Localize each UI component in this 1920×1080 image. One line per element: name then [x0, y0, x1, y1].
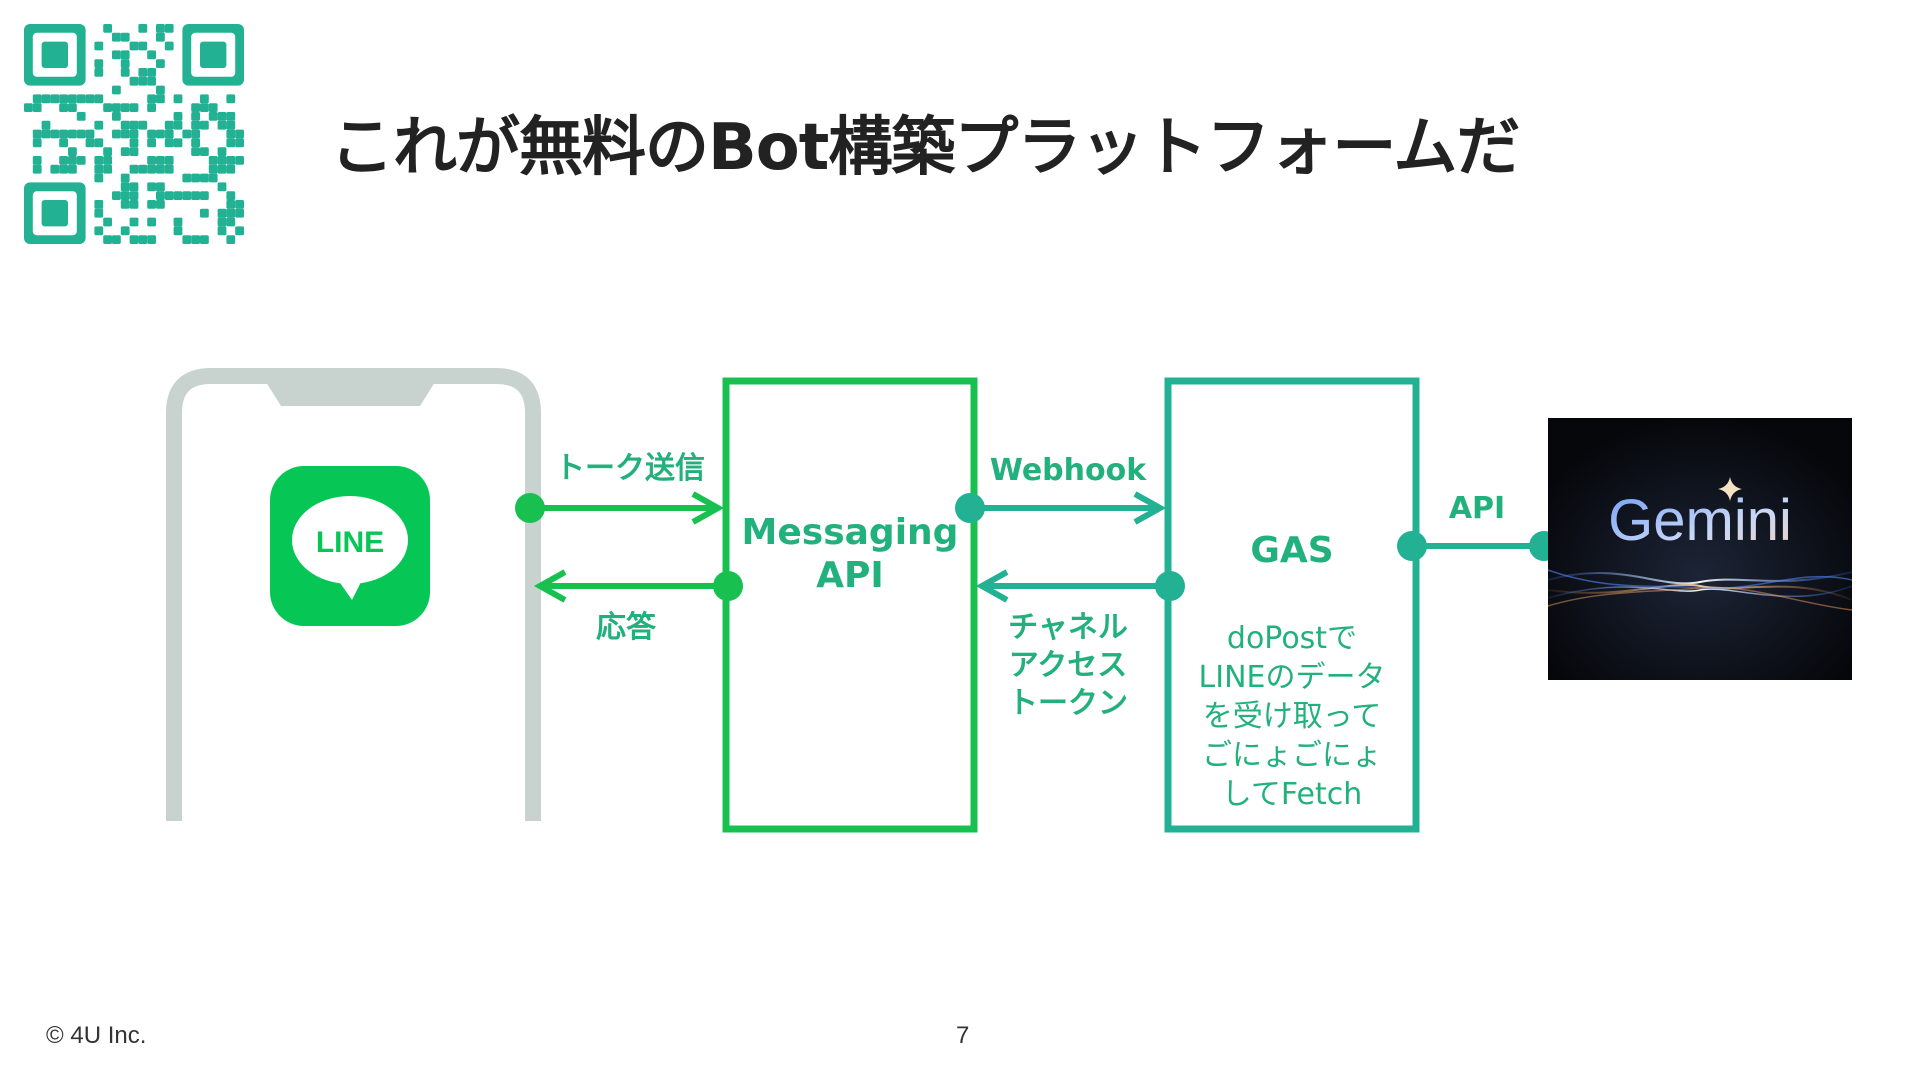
messaging-api-box: Messaging API [722, 377, 978, 833]
messaging-api-label-line1: Messaging [742, 512, 959, 553]
gas-desc-line: ごにょごにょ [1202, 738, 1382, 773]
arrow-webhook: Webhook [955, 453, 1167, 525]
line-icon-label: LINE [316, 526, 384, 559]
arrow-token-label-line: トークン [1008, 686, 1128, 721]
phone-frame [166, 368, 541, 821]
arrow-reply: 応答 [533, 569, 743, 645]
arrow-talk-send-label: トーク送信 [555, 451, 705, 486]
arrow-talk-send: トーク送信 [515, 451, 725, 525]
gas-title: GAS [1250, 530, 1333, 571]
gas-description: doPostで LINEのデータ を受け取って ごにょごにょ してFetch [1199, 621, 1386, 812]
gas-box: GAS doPostで LINEのデータ を受け取って ごにょごにょ してFet… [1164, 377, 1420, 833]
gas-desc-line: doPostで [1227, 621, 1357, 656]
gas-desc-line: してFetch [1222, 777, 1362, 812]
arrow-channel-token: チャネル アクセス トークン [975, 569, 1185, 721]
arrow-token-label-line: チャネル [1008, 610, 1128, 645]
sparkle-icon [1718, 477, 1742, 501]
line-app-icon: LINE [270, 466, 430, 626]
gemini-wordmark: Gemini [1608, 488, 1792, 553]
gemini-logo: Gemini [1547, 418, 1853, 680]
phone-notch [266, 382, 435, 406]
gas-desc-line: を受け取って [1203, 699, 1382, 734]
qr-code-icon [24, 24, 244, 244]
copyright-footer: © 4U Inc. [46, 1022, 147, 1049]
smartphone [166, 368, 541, 821]
page-number: 7 [956, 1022, 970, 1049]
connector-api: API [1397, 491, 1559, 561]
gas-desc-line: LINEのデータ [1199, 660, 1386, 695]
arrow-reply-label: 応答 [596, 610, 657, 645]
connector-api-label: API [1449, 491, 1505, 526]
arrow-webhook-label: Webhook [990, 453, 1147, 488]
messaging-api-label-line2: API [816, 555, 884, 596]
arrow-token-label-line: アクセス [1009, 648, 1128, 683]
slide-title: これが無料のBot構築プラットフォームだ [330, 111, 1520, 185]
